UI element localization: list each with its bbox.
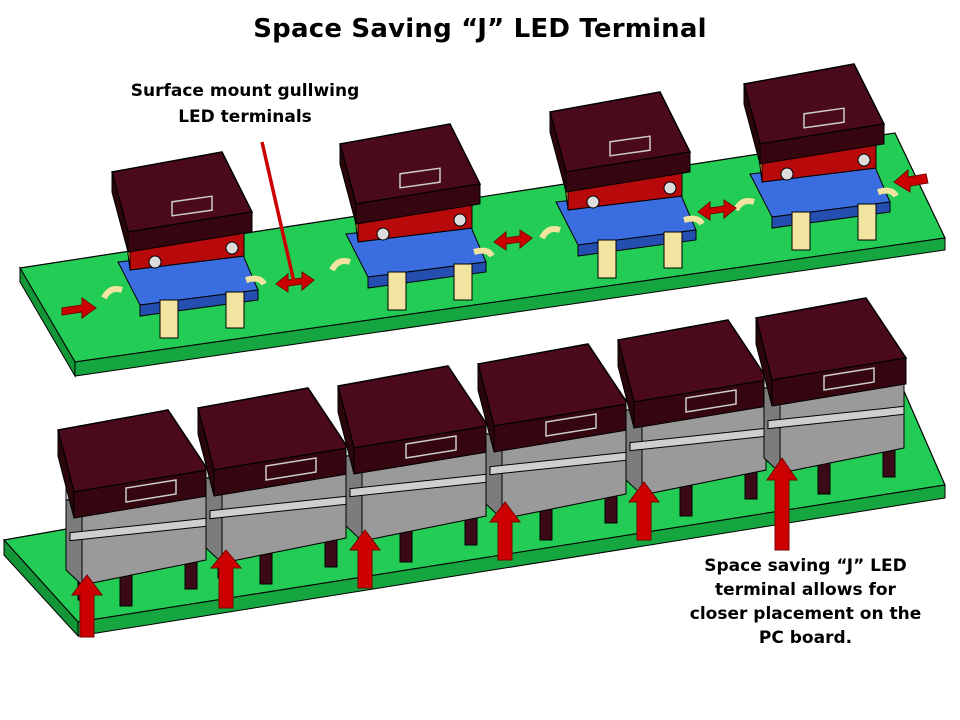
top-pc-board [19,132,946,378]
gullwing-led-1 [101,151,267,339]
gullwing-pointer-line [260,141,296,283]
j-terminal-led-3 [337,365,490,563]
double-arrow-icon [275,271,315,293]
gullwing-led-3 [539,91,705,279]
j-terminal-callout: Space saving “J” LED terminal allows for… [668,554,943,650]
arrow-up-icon [209,549,243,609]
j-terminal-led-5 [617,319,770,517]
top-spacing-arrows [61,168,929,319]
arrow-up-icon [628,481,660,541]
double-arrow-icon [493,229,533,251]
bottom-spacing-arrows [71,457,798,638]
arrow-up-icon [766,457,798,551]
arrow-right-icon [61,297,97,319]
gullwing-led-2 [329,123,495,311]
double-arrow-icon [697,199,737,221]
gullwing-callout: Surface mount gullwing LED terminals [90,78,400,130]
gullwing-callout-line-1: Surface mount gullwing [130,81,360,101]
slide-title: Space Saving “J” LED Terminal [253,14,707,44]
j-terminal-callout-line-2: terminal allows for [715,580,896,600]
j-terminal-callout-line-4: PC board. [758,628,853,648]
j-terminal-led-6 [755,297,908,495]
arrow-up-icon [71,574,103,638]
j-terminal-led-1 [57,409,210,607]
arrow-up-icon [349,529,381,589]
gullwing-callout-line-2: LED terminals [178,107,312,127]
arrow-left-icon [893,168,929,193]
j-terminal-callout-line-1: Space saving “J” LED [704,556,907,576]
arrow-up-icon [489,501,521,561]
j-terminal-callout-line-3: closer placement on the [689,604,922,624]
gullwing-led-4 [733,63,899,251]
